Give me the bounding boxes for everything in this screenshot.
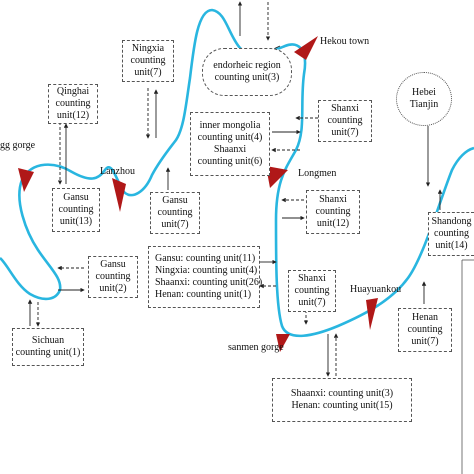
box-line: Ningxia: counting unit(4) (155, 265, 258, 276)
box-line: counting unit(6) (197, 156, 263, 167)
box-line: unit(2) (99, 283, 127, 294)
box-line: Shandong (431, 216, 472, 227)
label-huayuankou: Huayuankou (350, 284, 402, 295)
box-line: counting (130, 55, 166, 66)
station-markers (18, 36, 378, 352)
box-line: Hebei (412, 87, 436, 98)
box-sichuan: Sichuan counting unit(1) (12, 328, 84, 366)
box-line: Henan: counting unit(1) (155, 289, 252, 300)
box-line: inner mongolia (199, 120, 261, 131)
marker-sanmen-gorge (276, 334, 290, 352)
box-line: counting (294, 285, 330, 296)
box-line: Henan (411, 312, 439, 323)
box-line: counting (327, 115, 363, 126)
box-endorheic: endorheic region counting unit(3) (202, 48, 292, 96)
box-gansu-7: Gansu counting unit(7) (150, 192, 200, 234)
box-line: unit(7) (298, 297, 326, 308)
box-line: endorheic region (213, 60, 281, 71)
box-line: counting (315, 206, 351, 217)
box-line: Henan: counting unit(15) (291, 400, 393, 411)
box-line: unit(14) (435, 240, 468, 251)
box-line: Gansu (63, 192, 89, 203)
box-line: unit(12) (316, 218, 350, 229)
marker-huayuankou (366, 298, 378, 330)
box-line: Shaanxi: counting unit(26) (155, 277, 263, 288)
box-line: Shaanxi: counting unit(3) (290, 388, 394, 399)
box-multi-middle: Gansu: counting unit(11) Ningxia: counti… (148, 246, 263, 308)
box-shanxi-7-top: Shanxi counting unit(7) (318, 100, 372, 142)
box-hebei-tianjin: Hebei Tianjin (396, 72, 452, 126)
box-line: Shanxi (319, 194, 347, 205)
box-line: Sichuan (31, 335, 65, 346)
box-line: counting (157, 207, 193, 218)
box-line: Ningxia (131, 43, 165, 54)
box-line: Shanxi (298, 273, 326, 284)
box-shaanxi-henan: Shaanxi: counting unit(3) Henan: countin… (272, 378, 412, 422)
marker-lanzhou (112, 178, 126, 212)
box-line: counting (55, 98, 91, 109)
box-gansu-13: Gansu counting unit(13) (52, 188, 100, 232)
box-shanxi-12: Shanxi counting unit(12) (306, 190, 360, 234)
marker-hekou-town (294, 36, 318, 60)
label-sanmen-gorge: sanmen gorge (228, 342, 284, 353)
box-line: counting unit(4) (197, 132, 263, 143)
box-line: counting (58, 204, 94, 215)
box-line: Tianjin (409, 99, 439, 110)
box-line: counting unit(1) (15, 347, 81, 358)
box-line: unit(7) (411, 336, 439, 347)
box-henan: Henan counting unit(7) (398, 308, 452, 352)
box-qinghai: Qinghai counting unit(12) (48, 84, 98, 124)
box-line: unit(7) (331, 127, 359, 138)
box-line: counting unit(3) (214, 72, 280, 83)
marker-gorge-left (18, 168, 34, 192)
box-shanxi-7-low: Shanxi counting unit(7) (288, 270, 336, 312)
box-line: unit(7) (161, 219, 189, 230)
box-line: unit(12) (56, 110, 90, 121)
box-gansu-2: Gansu counting unit(2) (88, 256, 138, 298)
box-ningxia: Ningxia counting unit(7) (122, 40, 174, 82)
box-line: Gansu (162, 195, 188, 206)
box-line: unit(7) (134, 67, 162, 78)
box-line: Gansu (100, 259, 126, 270)
box-line: counting (95, 271, 131, 282)
box-line: unit(13) (59, 216, 93, 227)
box-line: counting (434, 228, 469, 239)
label-longmen: Longmen (298, 168, 337, 179)
label-gorge-left: gg gorge (0, 140, 36, 151)
river-course (0, 8, 474, 338)
box-line: Qinghai (56, 86, 90, 97)
box-line: Gansu: counting unit(11) (155, 253, 256, 264)
connector-arrows (27, 1, 443, 377)
box-line: counting (407, 324, 443, 335)
box-line: Shaanxi (213, 144, 247, 155)
label-lanzhou: Lanzhou (100, 166, 135, 177)
box-inner-mongolia: inner mongolia counting unit(4) Shaanxi … (190, 112, 270, 176)
box-line: Shanxi (331, 103, 359, 114)
label-hekou-town: Hekou town (320, 36, 370, 47)
marker-longmen (266, 166, 288, 188)
box-shandong: Shandong counting unit(14) (428, 212, 474, 256)
